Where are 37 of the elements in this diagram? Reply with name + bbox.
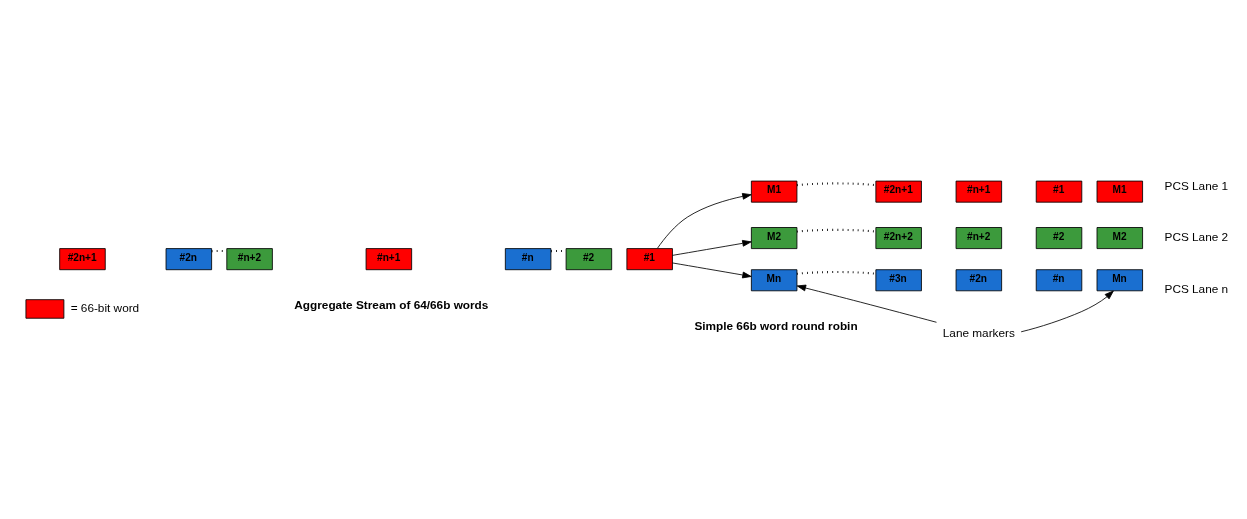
label: Simple 66b word round robin — [694, 318, 858, 333]
node-box: #n+2 — [226, 247, 273, 270]
node-box: #1 — [626, 247, 673, 270]
label: PCS Lane 2 — [1164, 229, 1229, 244]
arrow — [657, 192, 752, 249]
node-box: #2 — [1035, 226, 1083, 249]
node-box: #2 — [565, 247, 613, 270]
node-box: M2 — [750, 226, 798, 249]
connector — [796, 181, 876, 186]
node-box: M1 — [1096, 180, 1143, 203]
node-box: Mn — [750, 268, 798, 291]
node-box: #n — [504, 247, 552, 270]
node-box: #2n+1 — [59, 247, 106, 270]
arrow — [672, 239, 752, 256]
arrow — [672, 262, 752, 278]
node-box: Mn — [1096, 268, 1143, 291]
node-box: #1 — [1035, 180, 1083, 203]
label: PCS Lane 1 — [1164, 178, 1229, 193]
node-box: #2n+1 — [875, 180, 922, 203]
node-box: M2 — [1096, 226, 1143, 249]
node-box: #2n — [955, 268, 1003, 291]
connector — [796, 228, 876, 233]
node-box: #n — [1035, 268, 1083, 291]
node-text: Lane markers — [942, 325, 1015, 340]
node-box: #n+1 — [955, 180, 1003, 203]
label: Aggregate Stream of 64/66b words — [294, 297, 489, 312]
connector — [796, 270, 876, 275]
node-box: #2n+2 — [875, 226, 922, 249]
node-box: #n+1 — [365, 247, 413, 270]
label: PCS Lane n — [1164, 281, 1229, 296]
node-box: #n+2 — [955, 226, 1003, 249]
arrow — [796, 284, 937, 323]
node-box: #2n — [165, 247, 213, 270]
arrow — [1020, 290, 1114, 332]
legend-label: = 66-bit word — [70, 300, 140, 315]
node-box: #3n — [875, 268, 922, 291]
node-box: M1 — [750, 180, 798, 203]
